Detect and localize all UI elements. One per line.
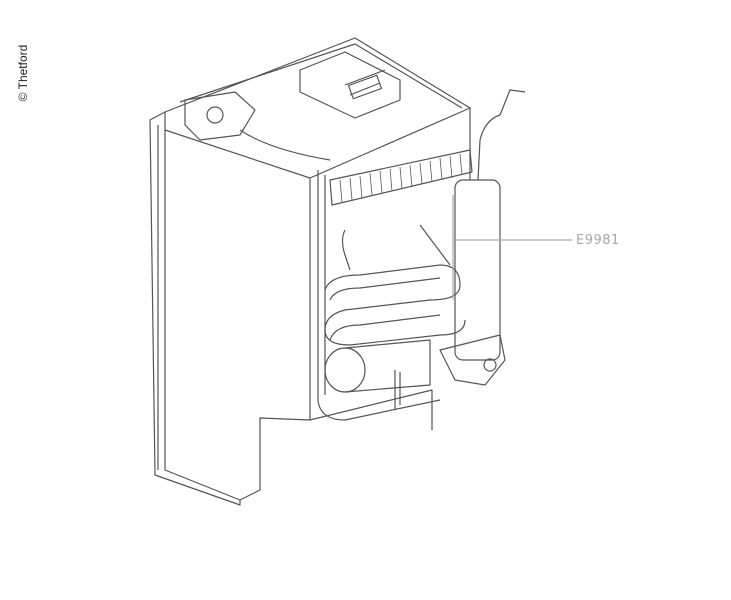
part-callout-label: E9981: [576, 233, 620, 248]
thermostat: [184, 91, 256, 141]
cabinet-side: [149, 111, 241, 506]
condenser: [329, 149, 473, 206]
control-box: [299, 51, 401, 119]
callout-leader-line: [452, 195, 572, 300]
burner-tube: [454, 179, 501, 361]
cabinet-back: [239, 178, 311, 501]
evaporator-coils: [324, 264, 466, 346]
